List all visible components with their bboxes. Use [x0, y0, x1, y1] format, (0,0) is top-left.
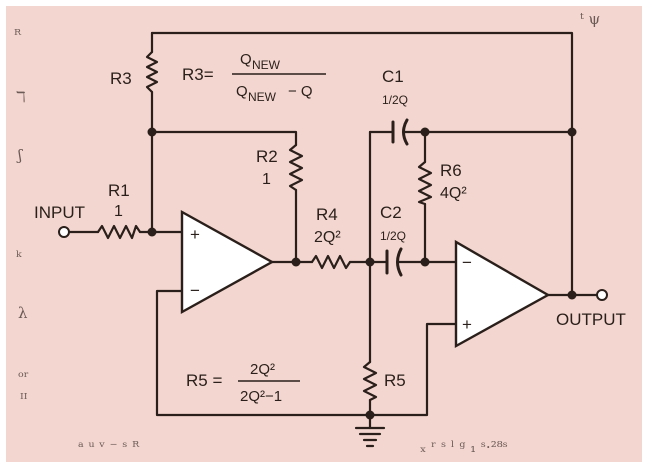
value-c1: 1/2Q: [382, 93, 408, 107]
wire-amp2-plus: [155, 289, 458, 417]
label-output: OUTPUT: [556, 310, 626, 329]
input-terminal: [58, 226, 70, 238]
resistor-r1: [96, 224, 142, 240]
op-amp-1-minus: −: [190, 281, 200, 300]
value-r6: 4Q²: [440, 185, 467, 202]
r5-formula-denominator: 2Q²−1: [240, 388, 282, 405]
margin-mark-bottom-left: ᵃ ᵘ ᵛ ⁻ ˢ ᴿ: [78, 438, 140, 456]
r3-formula-denominator-tail: − Q: [288, 83, 313, 100]
resistor-r6: [417, 160, 433, 206]
value-r4: 2Q²: [314, 229, 341, 246]
label-c2: C2: [380, 203, 402, 222]
margin-mark-left-6: ᵒʳ: [18, 368, 29, 386]
capacitor-c1: [391, 118, 409, 146]
margin-mark-left-1: ᴿ: [14, 26, 22, 44]
wire-r2-branch: [150, 130, 298, 264]
resistor-r5: [362, 360, 378, 402]
label-r3: R3: [110, 69, 132, 88]
op-amp-2: [454, 239, 551, 349]
op-amp-1-plus: +: [190, 225, 200, 244]
r3-formula-lhs: R3=: [182, 65, 214, 84]
margin-mark-bottom-right: ₓ ʳ ˢ ˡ ᵍ ₁ ˢ·²⁸ˢ: [420, 438, 508, 456]
margin-mark-left-4: ᵏ: [16, 248, 22, 266]
margin-mark-left-2: ℸ: [16, 88, 26, 106]
r5-formula-lhs: R5 =: [186, 371, 222, 390]
label-r2: R2: [256, 147, 278, 166]
r3-formula-numerator-sub: NEW: [252, 58, 281, 72]
label-r5: R5: [384, 371, 406, 390]
value-r1: 1: [114, 203, 123, 220]
resistor-r3: [145, 50, 159, 94]
label-r4: R4: [316, 205, 338, 224]
value-c2: 1/2Q: [380, 229, 406, 243]
label-c1: C1: [382, 67, 404, 86]
value-r2: 1: [262, 171, 271, 188]
op-amp-1: [180, 209, 275, 315]
op-amp-2-plus: +: [462, 315, 472, 334]
wire-top-feedback: [150, 31, 574, 300]
resistor-r2: [288, 143, 304, 192]
output-terminal: [596, 289, 608, 301]
r3-formula-denominator-sub: NEW: [248, 90, 277, 104]
junction-dots: [147, 127, 577, 420]
label-r6: R6: [440, 161, 462, 180]
op-amp-2-minus: −: [462, 253, 472, 272]
capacitor-c2: [385, 247, 403, 277]
margin-mark-left-5: λ: [18, 304, 28, 322]
margin-mark-left-7: ᴵᴵ: [20, 390, 28, 408]
label-input: INPUT: [34, 203, 85, 222]
paper-background: [6, 6, 642, 462]
label-r1: R1: [108, 181, 130, 200]
resistor-r4: [310, 254, 352, 270]
margin-mark-top-right: ᵗ ψ: [580, 10, 600, 28]
r3-formula-numerator: Q: [240, 51, 252, 68]
r5-formula-numerator: 2Q²: [250, 361, 275, 378]
margin-mark-left-3: ʃ: [16, 146, 23, 164]
r3-formula-denominator: Q: [236, 83, 248, 100]
ground-symbol: [354, 426, 386, 448]
